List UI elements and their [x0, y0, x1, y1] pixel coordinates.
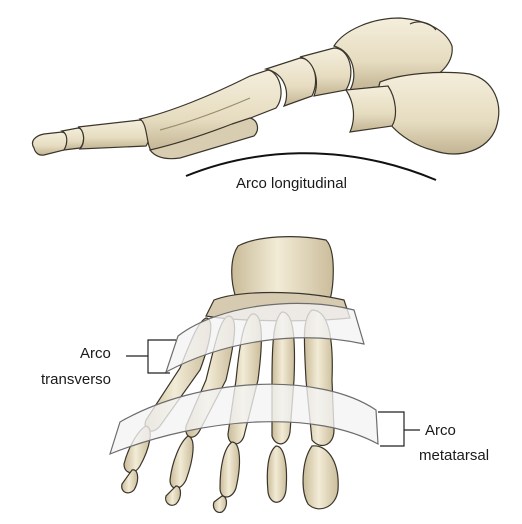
calcaneus [378, 72, 498, 153]
metatarsal-bracket [378, 412, 420, 446]
metatarsal-arch-label-line2: metatarsal [419, 447, 489, 465]
metatarsal-arch-band [110, 384, 378, 454]
toe-4 [170, 436, 193, 488]
proximal-phalanx [78, 120, 149, 149]
metatarsal-arch-label-line1: Arco [425, 422, 456, 440]
cuboid [346, 86, 395, 132]
toe-1 [303, 446, 338, 509]
transverse-arch-label-line2: transverso [41, 371, 111, 389]
anterior-foot-view [122, 237, 350, 513]
toe-2 [267, 446, 286, 502]
toe-3 [220, 442, 239, 497]
distal-phalanx [32, 132, 67, 155]
tarsal-block [232, 237, 334, 301]
longitudinal-arch-label: Arco longitudinal [236, 175, 347, 193]
lateral-foot-view [32, 18, 498, 159]
transverse-arch-label-line1: Arco [80, 345, 111, 363]
